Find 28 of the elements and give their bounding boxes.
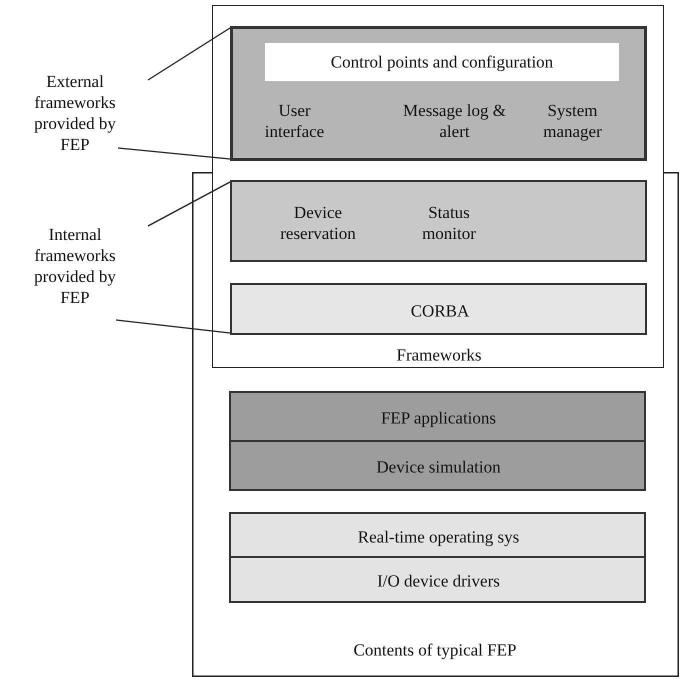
layer-box [228, 512, 646, 558]
node-text: User interface [264, 100, 326, 142]
node-text: Contents of typical FEP [352, 640, 518, 660]
node-text: Control points and configuration [330, 52, 554, 72]
node-text: Real-time operating sys [356, 526, 520, 547]
layer-box [228, 556, 646, 602]
leader-line [148, 27, 230, 81]
layer-box [228, 390, 646, 442]
node-text: Internal frameworks provided by FEP [33, 224, 117, 308]
leader-line [116, 319, 230, 334]
internal-frameworks-box [230, 180, 647, 262]
node-text: System manager [542, 100, 603, 142]
node-text: Status monitor [421, 202, 477, 244]
node-text: Message log & alert [402, 100, 507, 142]
node-text: Frameworks [396, 344, 482, 366]
leader-line [148, 181, 230, 227]
node-text: Device simulation [375, 456, 502, 477]
external-frameworks-box [230, 26, 646, 160]
fep-contents-panel [192, 172, 679, 677]
leader-line [118, 147, 230, 160]
corba-box [230, 283, 647, 335]
node-text: External frameworks provided by FEP [33, 71, 117, 155]
node-text: FEP applications [380, 407, 498, 428]
node-text: CORBA [410, 300, 470, 322]
config-box [265, 43, 619, 81]
layer-box [228, 440, 646, 490]
node-text: Device reservation [279, 202, 357, 244]
node-text: I/O device drivers [376, 570, 501, 591]
